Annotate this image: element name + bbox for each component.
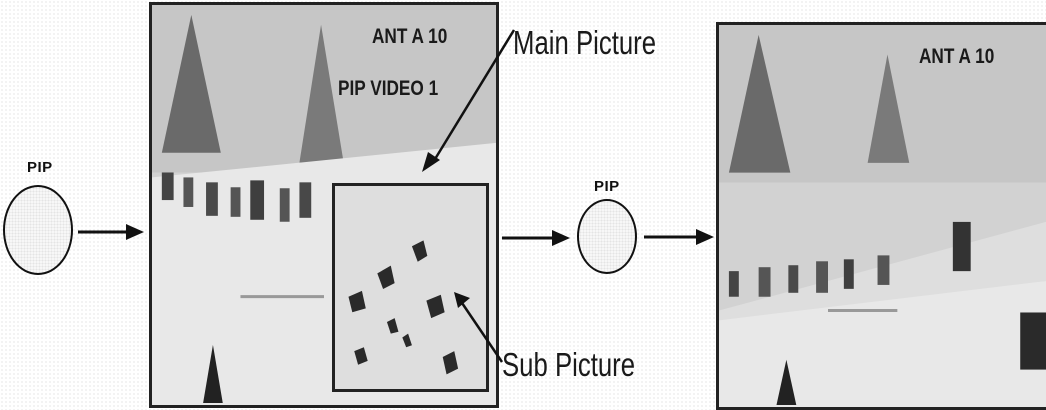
arrow-right-icon [644,227,716,247]
callout-main-picture: Main Picture [513,24,656,62]
osd-channel-result: ANT A 10 [919,45,994,69]
result-picture-scene [719,25,1046,407]
callout-sub-picture-arrow [452,290,508,370]
pip-button-label-2: PIP [594,178,620,195]
callout-main-picture-arrow [418,24,518,174]
pip-button-1[interactable] [3,185,73,275]
pip-button-2[interactable] [577,199,637,274]
arrow-right-icon [78,222,146,242]
callout-sub-picture: Sub Picture [502,346,635,384]
pip-button-label-1: PIP [27,159,53,176]
arrow-right-icon [502,228,572,248]
tv-screen-pip-off: ANT A 10 [716,22,1046,410]
